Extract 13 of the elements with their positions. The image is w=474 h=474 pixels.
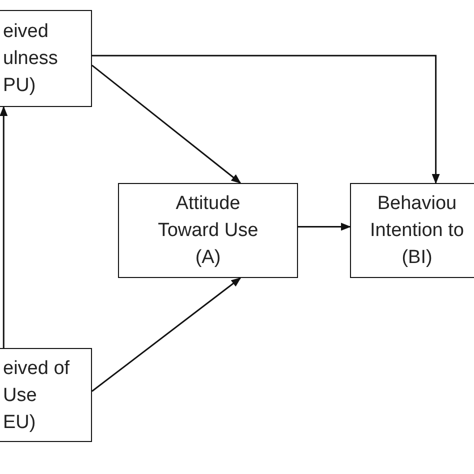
arrow: [0, 106, 8, 348]
arrow: [92, 277, 242, 392]
process-box: [350, 183, 474, 278]
process-box: [0, 10, 92, 107]
arrow: [92, 64, 242, 184]
box-label: eived of Use EU): [3, 356, 71, 434]
arrow: [92, 54, 440, 184]
box-label: Attitude Toward Use (A): [156, 192, 260, 270]
process-box: [0, 348, 92, 442]
process-box: [118, 183, 298, 278]
arrow: [298, 222, 351, 231]
box-label: Behaviou Intention to (BI): [368, 192, 466, 270]
box-label: eived ulness PU): [3, 20, 59, 98]
